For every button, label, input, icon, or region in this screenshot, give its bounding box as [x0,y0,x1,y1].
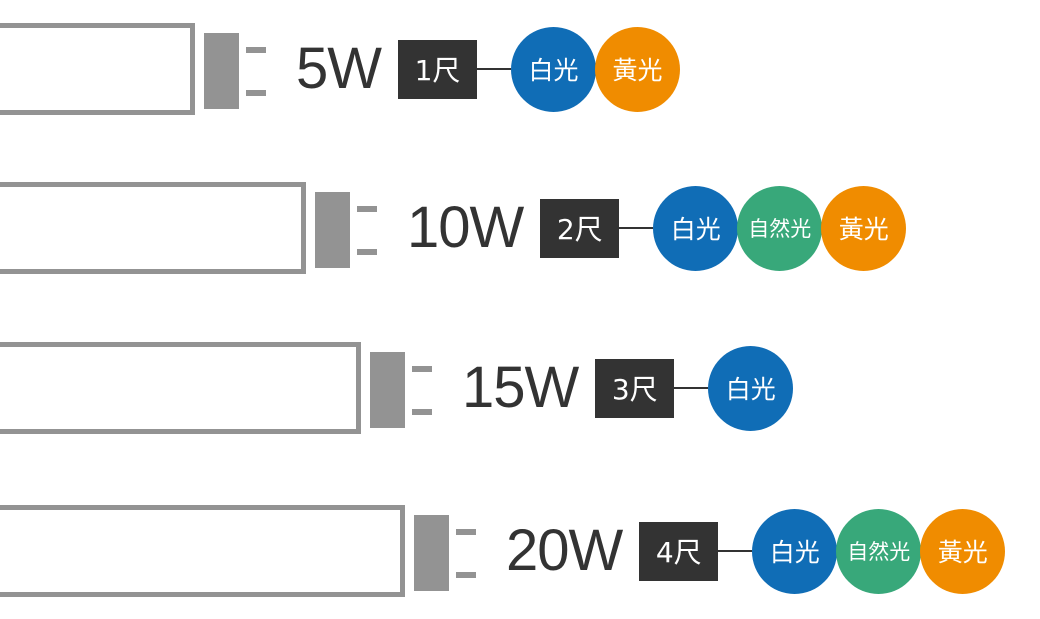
tube-pin [456,572,476,578]
light-color-badge: 自然光 [737,185,823,271]
tube-body [0,505,405,597]
light-color-badge: 自然光 [836,508,922,594]
tube-pin [246,90,266,96]
spec-info: 20W 4尺 白光自然光黃光 [506,505,1006,597]
tube-pin [412,409,432,415]
light-color-badge: 白光 [511,26,596,112]
light-color-badge: 白光 [708,345,794,431]
tube-pin [456,529,476,535]
tube-row: 15W 3尺 白光 [0,342,794,434]
tube-end-cap [370,352,405,428]
light-color-badge: 黃光 [920,508,1006,594]
spec-info: 10W 2尺 白光自然光黃光 [407,182,907,274]
wattage-label: 10W [407,195,524,260]
tube-pin [246,47,266,53]
tube-body [0,182,306,274]
tube-pin [412,366,432,372]
spec-info: 5W 1尺 白光黃光 [296,23,680,115]
size-badge: 1尺 [398,39,477,99]
tube-row: 20W 4尺 白光自然光黃光 [0,505,1006,597]
tube-end-cap [414,515,449,591]
wattage-label: 15W [462,355,579,420]
size-badge: 4尺 [639,521,719,581]
light-color-badge: 白光 [653,185,739,271]
connector-line [674,387,709,389]
light-color-badge: 白光 [752,508,838,594]
tube-end-cap [204,33,239,109]
wattage-label: 20W [506,518,623,583]
tube-body [0,342,361,434]
connector-line [619,227,654,229]
size-badge: 3尺 [595,358,675,418]
tube-pin [357,206,377,212]
tube-row: 10W 2尺 白光自然光黃光 [0,182,907,274]
light-color-badge: 黃光 [595,26,680,112]
tube-body [0,23,195,115]
tube-pin [357,249,377,255]
tube-row: 5W 1尺 白光黃光 [0,23,680,115]
light-color-badge: 黃光 [821,185,907,271]
tube-end-cap [315,192,350,268]
wattage-label: 5W [296,36,382,101]
connector-line [718,550,753,552]
size-badge: 2尺 [540,198,620,258]
connector-line [477,68,511,70]
spec-info: 15W 3尺 白光 [462,342,794,434]
